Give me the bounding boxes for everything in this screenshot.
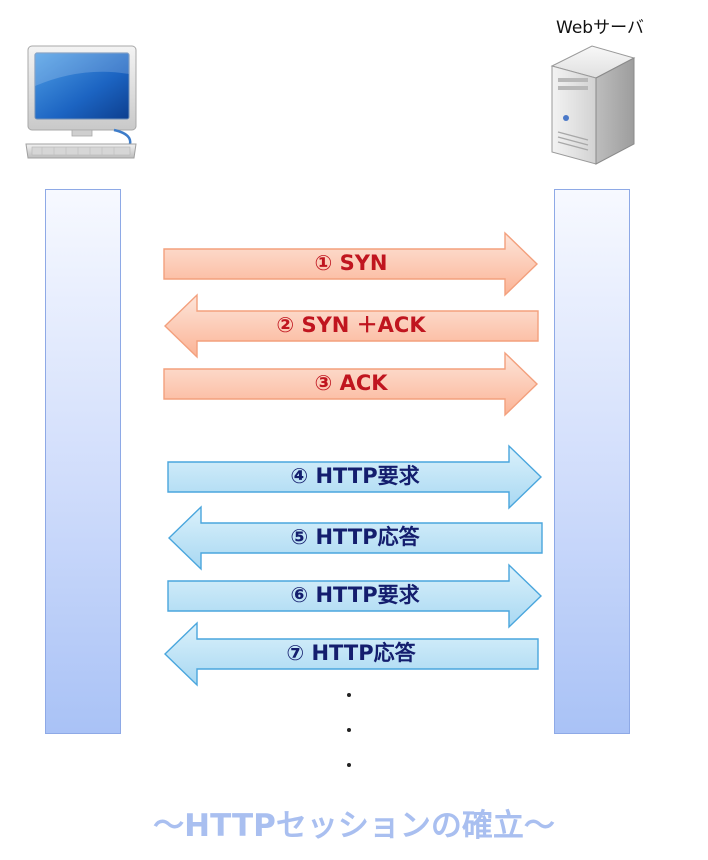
server-icon	[550, 45, 636, 165]
message-label-1: ① SYN	[314, 251, 388, 275]
message-arrow-2	[163, 293, 539, 359]
message-arrow-4	[167, 444, 543, 510]
desktop-computer-icon	[25, 45, 137, 159]
message-arrow-3	[163, 351, 539, 417]
message-label-2: ② SYN ＋ACK	[276, 313, 426, 337]
message-arrow-7	[163, 621, 539, 687]
message-arrow-1	[163, 231, 539, 297]
message-label-4: ④ HTTP要求	[290, 464, 420, 488]
continuation-dot	[347, 693, 351, 697]
message-label-5: ⑤ HTTP応答	[290, 525, 420, 549]
message-label-7: ⑦ HTTP応答	[286, 641, 416, 665]
message-label-3: ③ ACK	[314, 371, 388, 395]
continuation-dot	[347, 728, 351, 732]
continuation-dot	[347, 763, 351, 767]
message-arrow-5	[167, 505, 543, 571]
server-label: Webサーバ	[556, 18, 644, 38]
message-arrow-6	[167, 563, 543, 629]
diagram-title: 〜HTTPセッションの確立〜	[153, 808, 555, 844]
client-lifeline	[45, 189, 121, 734]
message-label-6: ⑥ HTTP要求	[290, 583, 420, 607]
server-lifeline	[554, 189, 630, 734]
